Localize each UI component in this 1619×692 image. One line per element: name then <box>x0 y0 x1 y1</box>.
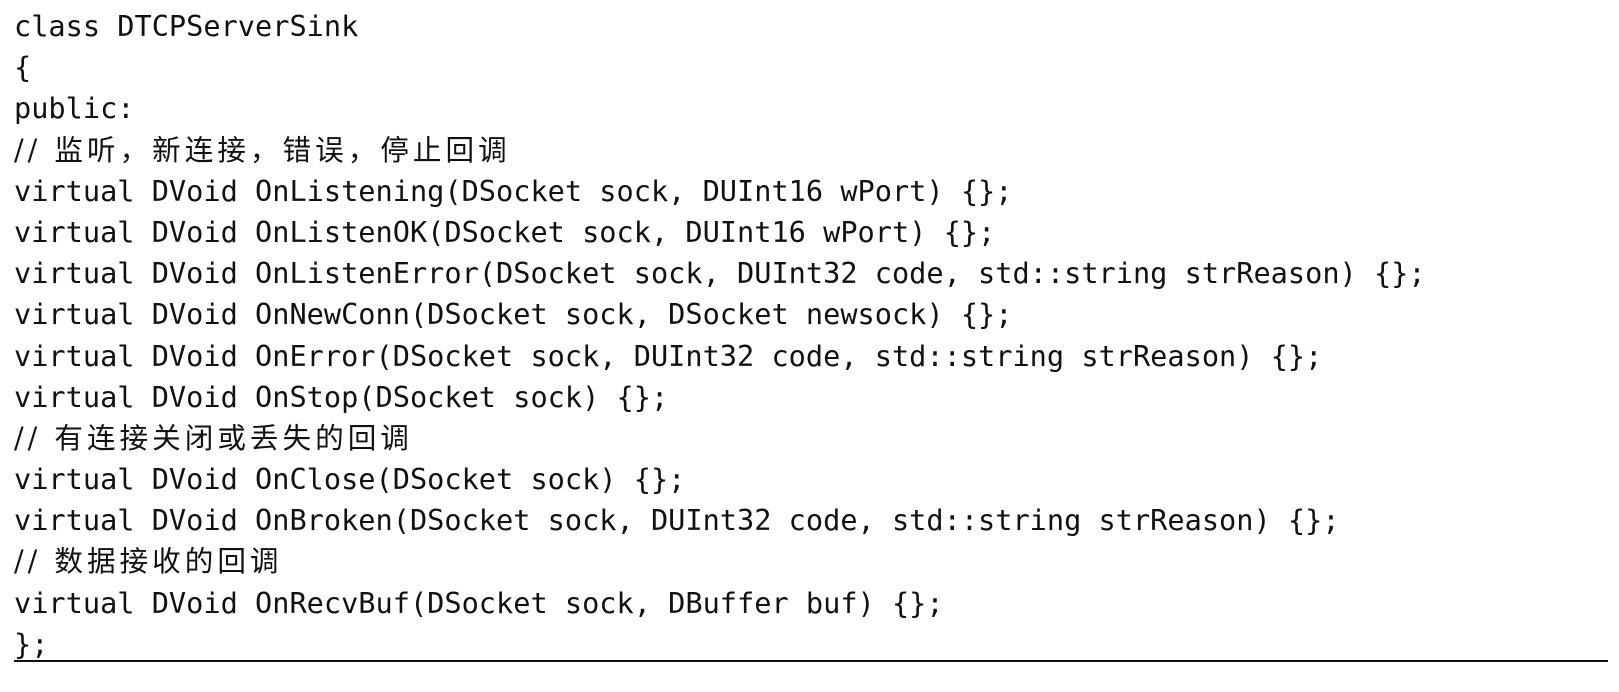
code-line-on-close: virtual DVoid OnClose(DSocket sock) {}; <box>14 462 686 497</box>
code-line-on-stop: virtual DVoid OnStop(DSocket sock) {}; <box>14 379 669 414</box>
code-comment-recv-callbacks: // 数据接收的回调 <box>14 544 283 579</box>
code-line-on-error: virtual DVoid OnError(DSocket sock, DUIn… <box>14 338 1323 373</box>
code-line-on-broken: virtual DVoid OnBroken(DSocket sock, DUI… <box>14 503 1340 538</box>
code-comment-listen-callbacks: // 监听，新连接，错误，停止回调 <box>14 132 511 167</box>
code-line-close-brace: }; <box>14 626 49 661</box>
code-line-on-listening: virtual DVoid OnListening(DSocket sock, … <box>14 173 1013 208</box>
code-comment-close-callbacks: // 有连接关闭或丢失的回调 <box>14 420 413 455</box>
code-line-public-label: public: <box>14 91 135 126</box>
code-line-on-recv-buf: virtual DVoid OnRecvBuf(DSocket sock, DB… <box>14 585 944 620</box>
horizontal-rule <box>14 660 1608 662</box>
code-listing: class DTCPServerSink { public: // 监听，新连接，错误… <box>14 6 1614 665</box>
code-line-on-listen-ok: virtual DVoid OnListenOK(DSocket sock, D… <box>14 214 996 249</box>
code-line-class-declaration: class DTCPServerSink <box>14 9 359 43</box>
code-line-on-listen-error: virtual DVoid OnListenError(DSocket sock… <box>14 256 1426 291</box>
code-line-on-new-conn: virtual DVoid OnNewConn(DSocket sock, DS… <box>14 297 1013 332</box>
code-line-open-brace: { <box>14 50 32 85</box>
